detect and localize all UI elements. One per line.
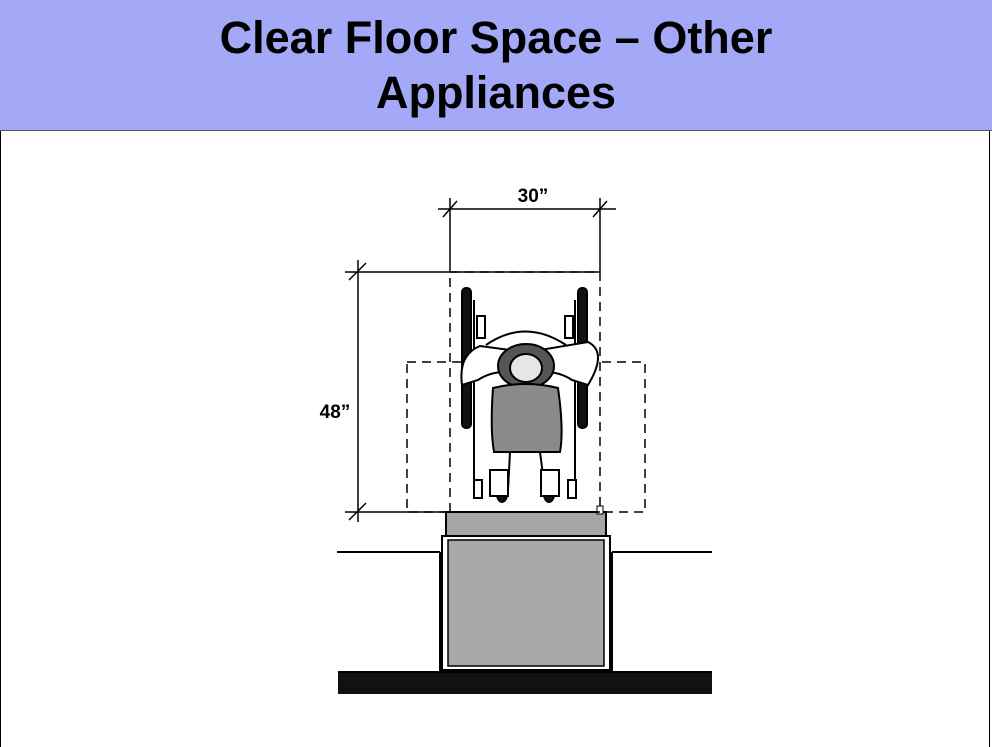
appliance <box>441 505 611 671</box>
title-bar: Clear Floor Space – Other Appliances <box>0 0 992 131</box>
depth-label: 48” <box>320 402 351 423</box>
wheelchair-user-icon <box>460 287 599 503</box>
depth-dimension <box>345 260 600 522</box>
slide-title: Clear Floor Space – Other Appliances <box>219 12 773 118</box>
counter-left <box>337 551 441 672</box>
counter-right <box>611 551 712 672</box>
width-dimension <box>438 198 616 272</box>
floor-wall <box>338 672 712 694</box>
width-label: 30” <box>518 186 549 207</box>
clear-floor-space-diagram: 30” 48” <box>320 186 712 694</box>
